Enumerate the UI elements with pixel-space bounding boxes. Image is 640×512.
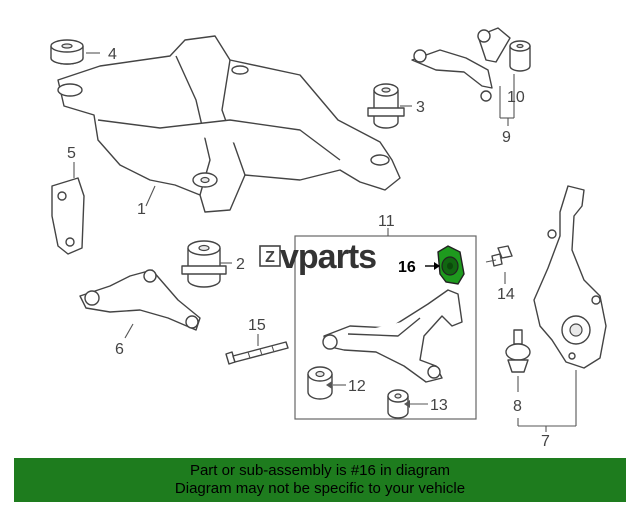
banner-line-2: Diagram may not be specific to your vehi… bbox=[174, 480, 466, 497]
callout-9: 9 bbox=[502, 129, 511, 146]
part-13-bushing[interactable] bbox=[387, 389, 409, 419]
part-4-bushing[interactable] bbox=[50, 39, 84, 65]
callout-4: 4 bbox=[108, 46, 117, 63]
watermark-mark: Z bbox=[265, 249, 275, 266]
callout-3: 3 bbox=[416, 99, 425, 116]
part-9-upper-arm[interactable] bbox=[411, 27, 511, 102]
part-7-knuckle[interactable] bbox=[533, 185, 607, 369]
callout-14: 14 bbox=[497, 286, 515, 303]
watermark-text: vparts bbox=[280, 238, 376, 276]
part-5-bracket[interactable] bbox=[51, 177, 85, 255]
callout-13: 13 bbox=[430, 397, 448, 414]
callout-7: 7 bbox=[541, 433, 550, 450]
part-2-bushing[interactable] bbox=[181, 240, 227, 288]
callout-16[interactable]: 16 bbox=[398, 259, 416, 276]
part-12-bushing[interactable] bbox=[307, 366, 333, 400]
part-11-control-arm[interactable] bbox=[322, 289, 463, 383]
callout-12: 12 bbox=[348, 378, 366, 395]
callout-1: 1 bbox=[137, 201, 146, 218]
callout-15: 15 bbox=[248, 317, 266, 334]
part-15-bolt[interactable] bbox=[225, 341, 289, 365]
callout-2: 2 bbox=[236, 256, 245, 273]
part-10-bushing[interactable] bbox=[509, 40, 531, 72]
callout-8: 8 bbox=[513, 398, 522, 415]
callout-6: 6 bbox=[115, 341, 124, 358]
callout-11: 11 bbox=[378, 213, 395, 230]
callout-10: 10 bbox=[507, 89, 525, 106]
banner-line-1: Part or sub-assembly is #16 in diagram bbox=[189, 462, 451, 479]
part-3-bushing[interactable] bbox=[367, 83, 405, 129]
part-11-assembly-box[interactable] bbox=[294, 235, 477, 420]
part-14-bolt[interactable] bbox=[485, 245, 513, 267]
part-16-bushing[interactable] bbox=[437, 245, 465, 285]
callout-5: 5 bbox=[67, 145, 76, 162]
part-6-control-arm[interactable] bbox=[79, 269, 201, 331]
vparts-watermark: Z vparts bbox=[259, 238, 377, 276]
info-banner: Part or sub-assembly is #16 in diagram D… bbox=[14, 458, 626, 502]
part-8-ball-joint[interactable] bbox=[505, 329, 531, 373]
part-1-subframe[interactable] bbox=[57, 35, 401, 213]
